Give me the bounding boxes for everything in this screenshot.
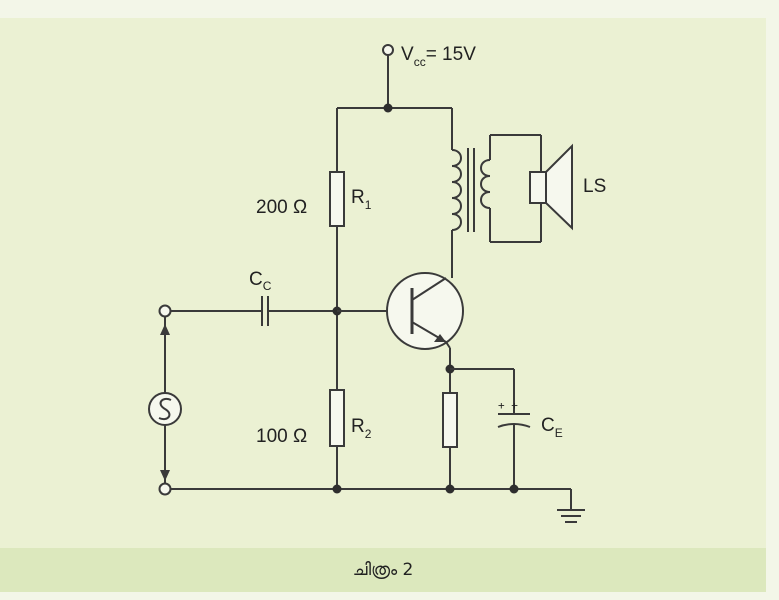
ground-icon bbox=[557, 489, 585, 523]
vcc-terminal bbox=[382, 44, 394, 108]
junction-bottom-r2 bbox=[332, 484, 342, 494]
ce-polarity-marks: + + bbox=[498, 399, 518, 412]
r1-label: R1 bbox=[351, 187, 372, 212]
junction-top bbox=[383, 103, 393, 113]
input-terminal-bottom bbox=[158, 482, 172, 496]
ls-label: LS bbox=[583, 176, 606, 197]
ce-label: CE bbox=[541, 415, 563, 440]
diagram-panel bbox=[0, 18, 766, 548]
emitter-stub bbox=[445, 341, 451, 349]
vcc-label: Vcc= 15V bbox=[401, 44, 476, 69]
circuit-diagram: Vcc= 15V 200 Ω R1 100 Ω R2 CC bbox=[148, 44, 606, 523]
transistor bbox=[386, 272, 464, 350]
junction-bottom-ce bbox=[509, 484, 519, 494]
resistor-re bbox=[442, 392, 458, 448]
cc-label: CC bbox=[249, 269, 272, 293]
figure-caption: ചിത്രം 2 bbox=[352, 560, 414, 580]
r2-label: R2 bbox=[351, 416, 372, 441]
transformer bbox=[451, 135, 491, 242]
junction-bottom-re bbox=[445, 484, 455, 494]
capacitor-ce bbox=[497, 413, 531, 428]
capacitor-cc bbox=[261, 296, 269, 326]
signal-source bbox=[148, 317, 182, 483]
r2-value-label: 100 Ω bbox=[256, 426, 307, 447]
figure-caption-bar: ചിത്രം 2 bbox=[0, 548, 766, 592]
resistor-r1 bbox=[329, 171, 345, 227]
input-terminal-top bbox=[158, 304, 172, 318]
loudspeaker-icon bbox=[529, 143, 573, 231]
resistor-r2 bbox=[329, 389, 345, 447]
r1-value-label: 200 Ω bbox=[256, 197, 307, 218]
